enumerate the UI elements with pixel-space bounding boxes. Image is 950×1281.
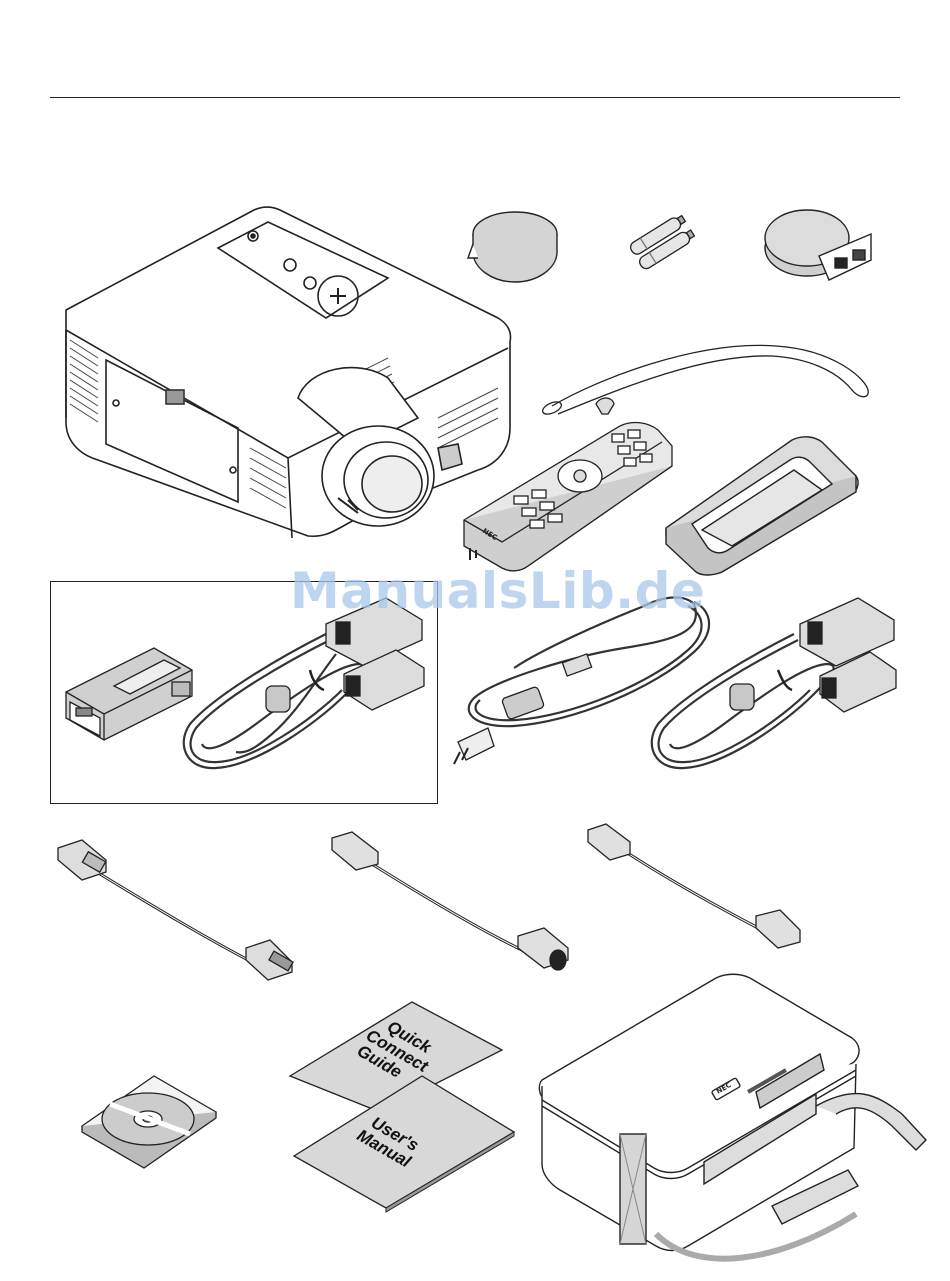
top-rule (50, 97, 900, 98)
lens-cap-strap-icon (536, 340, 876, 420)
cd-rom-icon (80, 1074, 220, 1164)
users-manual-icon: User's Manual (292, 1074, 516, 1208)
usb-cable-icon (56, 838, 296, 988)
remote-holder-icon (662, 436, 862, 576)
serial-mouse-cable-icon (586, 822, 804, 958)
watermark: ManualsLib.de (290, 562, 705, 620)
rgb-signal-cable-icon (644, 594, 900, 776)
ps2-mouse-cable-icon (330, 830, 574, 980)
lens-cap-icon (470, 208, 560, 286)
remote-receiver-icon (763, 208, 875, 284)
aa-batteries-icon (626, 214, 702, 270)
remote-control-icon: NEC (462, 420, 674, 574)
carrying-case-icon: NEC (536, 974, 928, 1274)
rgb-cable-icon (176, 594, 428, 774)
projector-icon (58, 208, 514, 540)
